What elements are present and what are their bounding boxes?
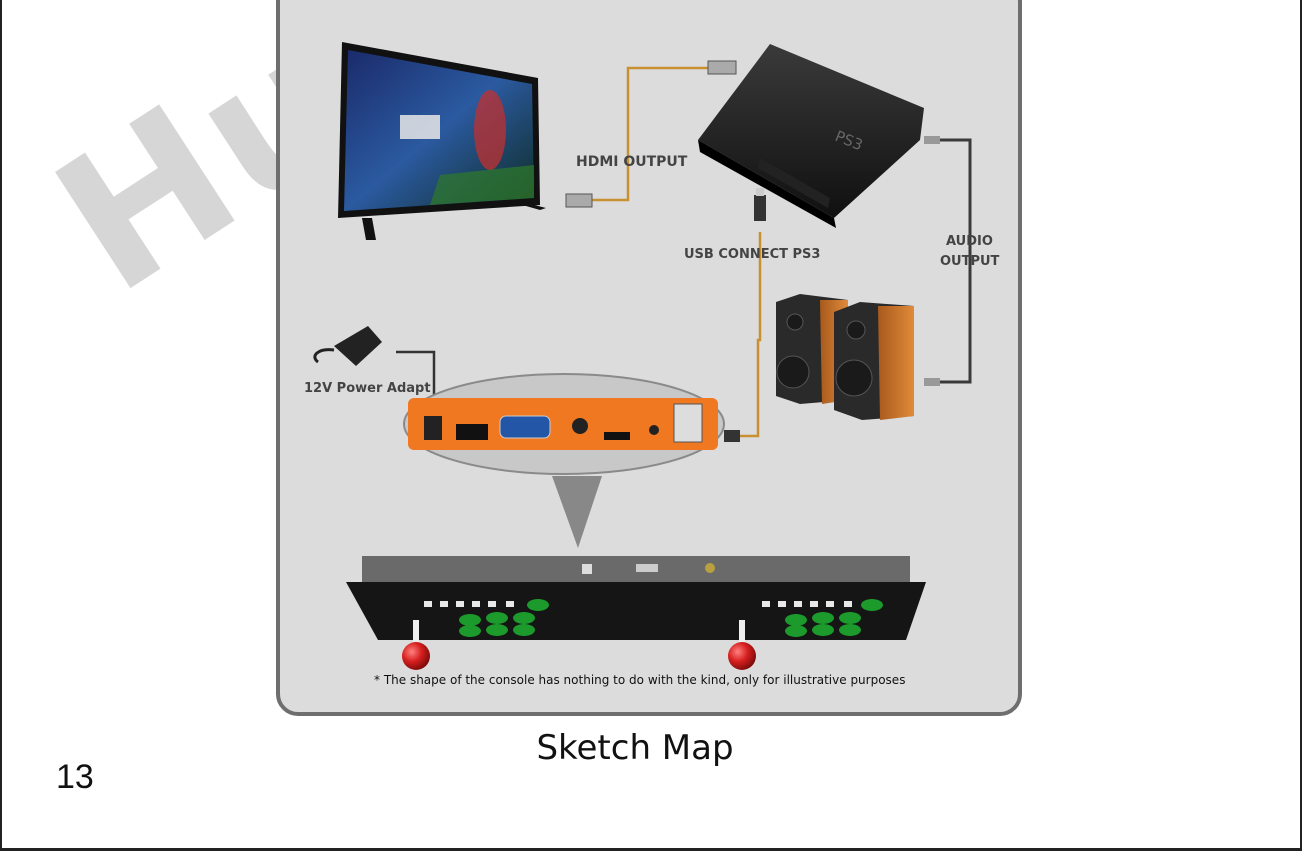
audio-output-label-line2: OUTPUT: [940, 254, 1000, 269]
arcade-console: [346, 556, 926, 670]
page-title: Sketch Map: [0, 728, 1270, 768]
audio-output-label-line1: AUDIO: [946, 234, 993, 249]
io-board: [404, 374, 724, 548]
usb-connect-label: USB CONNECT PS3: [684, 247, 820, 262]
tv: [338, 42, 546, 240]
speakers: [776, 294, 914, 420]
usb-cable: [724, 188, 766, 442]
power-adapter-label: 12V Power Adapt: [304, 381, 431, 396]
footnote: * The shape of the console has nothing t…: [374, 673, 905, 687]
hdmi-output-label: HDMI OUTPUT: [576, 154, 688, 170]
page-number: 13: [56, 758, 94, 797]
